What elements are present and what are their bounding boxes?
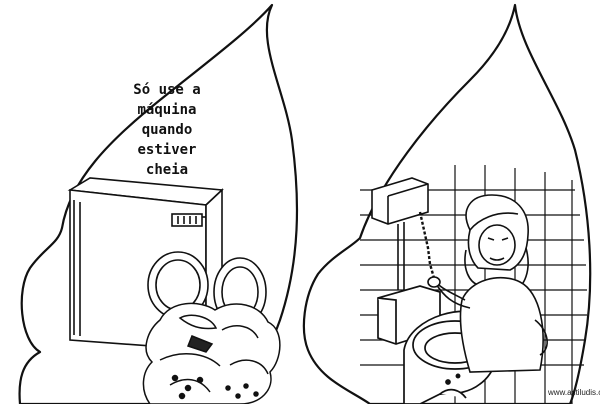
water-saving-caption: Só use a máquina quando estiver cheia <box>112 80 222 180</box>
site-watermark: www.actiludis.com <box>548 388 600 397</box>
right-water-drop <box>302 3 592 404</box>
caption-line-1: Só use a <box>133 82 201 98</box>
laundry-pile <box>142 302 281 404</box>
caption-line-5: cheia <box>145 162 189 178</box>
caption-line-2: máquina <box>137 102 197 118</box>
flush-chain <box>418 211 436 279</box>
caption-line-4: estiver <box>137 142 197 158</box>
left-water-drop <box>18 3 299 404</box>
girl <box>427 194 548 373</box>
toilet-cistern <box>371 177 429 290</box>
caption-line-3: quando <box>141 122 193 138</box>
